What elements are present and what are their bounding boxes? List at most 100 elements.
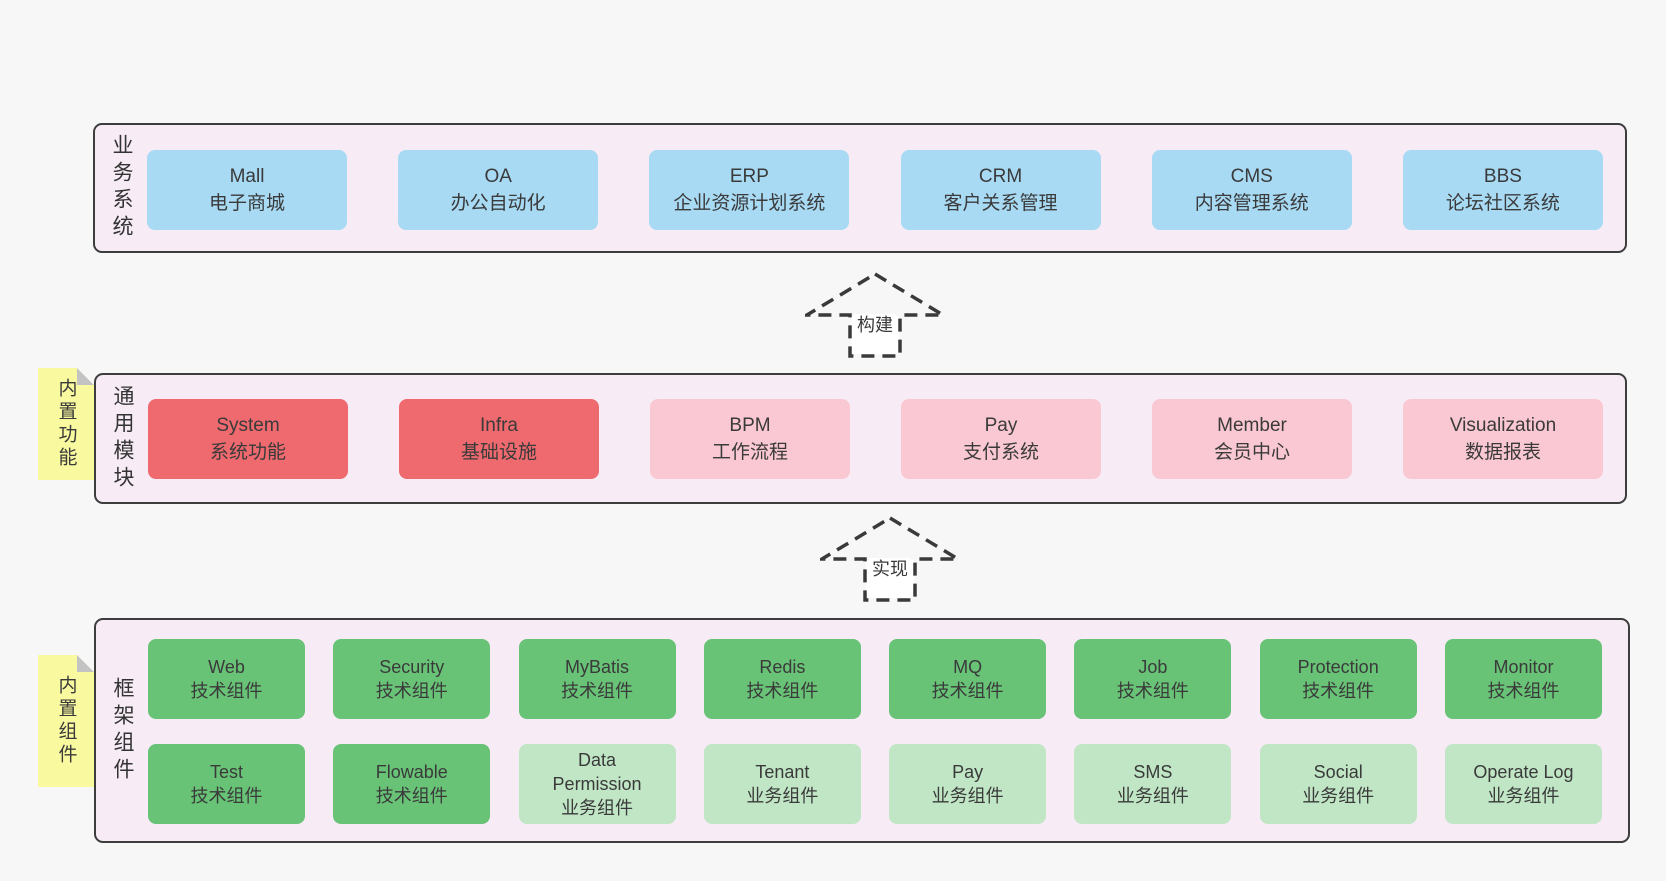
node-cms: CMS 内容管理系统 [1151,150,1352,230]
node-subtitle: 技术组件 [1302,681,1375,701]
node-data-permission: Data Permission 业务组件 [518,744,676,824]
business-systems-label: 业务系统 [110,134,133,242]
node-subtitle: 业务组件 [1116,786,1189,806]
node-title: Tenant [755,762,810,782]
node-subtitle: 技术组件 [746,681,819,701]
node-title: BPM [729,415,771,436]
node-protection: Protection 技术组件 [1259,639,1417,719]
node-title: Flowable [375,762,448,782]
node-subtitle: 技术组件 [375,681,448,701]
node-subtitle: 论坛社区系统 [1445,193,1560,214]
node-title: Visualization [1449,415,1557,436]
node-infra: Infra 基础设施 [399,399,599,479]
framework-row-1: Web 技术组件 Security 技术组件 MyBatis 技术组件 Redi… [148,639,1602,719]
framework-components-label: 框架组件 [111,676,134,785]
implement-arrow: 实现 [820,514,960,604]
common-modules-panel: 通用模块 System 系统功能 Infra 基础设施 BPM 工作流程 Pay… [94,373,1627,504]
node-sms: SMS 业务组件 [1074,744,1232,824]
node-pay: Pay 支付系统 [901,399,1101,479]
node-job: Job 技术组件 [1074,639,1232,719]
node-subtitle: 基础设施 [460,442,537,463]
node-subtitle: 企业资源计划系统 [673,193,826,214]
node-subtitle: 技术组件 [190,786,263,806]
node-subtitle: 业务组件 [1487,786,1560,806]
builtin-components-sticky-note: 内置组件 [38,655,94,787]
node-subtitle: 会员中心 [1213,442,1290,463]
node-title: Pay [984,415,1018,436]
node-subtitle: 技术组件 [1116,681,1189,701]
folded-corner-icon [77,368,94,385]
business-boxes-row: Mall 电子商城 OA 办公自动化 ERP 企业资源计划系统 CRM 客户关系… [147,150,1603,230]
node-title: SMS [1133,762,1173,782]
build-arrow-label: 构建 [854,314,896,336]
node-title: BBS [1483,166,1522,187]
node-subtitle: 内容管理系统 [1194,193,1309,214]
node-title: Member [1217,415,1287,436]
node-mybatis: MyBatis 技术组件 [518,639,676,719]
node-system: System 系统功能 [148,399,348,479]
node-subtitle: 业务组件 [746,786,819,806]
node-mq: MQ 技术组件 [889,639,1047,719]
node-subtitle: 技术组件 [375,786,448,806]
node-subtitle: 技术组件 [1487,681,1560,701]
node-subtitle: 技术组件 [561,681,634,701]
node-title: Pay [952,762,984,782]
implement-arrow-label: 实现 [869,558,911,580]
folded-corner-icon [77,655,94,672]
node-subtitle: 客户关系管理 [943,193,1058,214]
node-flowable: Flowable 技术组件 [333,744,491,824]
node-title: MQ [953,657,983,677]
node-bpm: BPM 工作流程 [650,399,850,479]
node-subtitle: 工作流程 [711,442,788,463]
node-test: Test 技术组件 [148,744,305,824]
node-redis: Redis 技术组件 [703,639,861,719]
node-subtitle: 技术组件 [931,681,1004,701]
modules-boxes-row: System 系统功能 Infra 基础设施 BPM 工作流程 Pay 支付系统… [148,399,1603,479]
node-title: Monitor [1493,657,1554,677]
node-title: Redis [759,657,806,677]
node-title: Protection [1297,657,1379,677]
sticky-note-text: 内置组件 [55,675,77,767]
common-modules-label: 通用模块 [111,384,134,493]
node-title: Test [209,762,243,782]
node-title: Job [1138,657,1168,677]
node-security: Security 技术组件 [333,639,491,719]
node-subtitle: 数据报表 [1464,442,1541,463]
sticky-note-text: 内置功能 [55,378,77,470]
node-title: System [216,415,280,436]
node-title: ERP [729,166,769,187]
node-operate-log: Operate Log 业务组件 [1444,744,1602,824]
node-social: Social 业务组件 [1259,744,1417,824]
node-member: Member 会员中心 [1152,399,1352,479]
node-subtitle: 支付系统 [962,442,1039,463]
node-visualization: Visualization 数据报表 [1403,399,1603,479]
framework-components-panel: 框架组件 Web 技术组件 Security 技术组件 MyBatis 技术组件… [94,618,1630,843]
node-subtitle: 业务组件 [1302,786,1375,806]
node-mall: Mall 电子商城 [147,150,347,230]
node-title: Security [379,657,445,677]
node-title: Data Permission [552,750,642,794]
node-monitor: Monitor 技术组件 [1444,639,1602,719]
node-title: Infra [479,415,519,436]
node-title: CMS [1230,166,1273,187]
node-subtitle: 业务组件 [561,798,634,818]
node-subtitle: 系统功能 [209,442,286,463]
node-erp: ERP 企业资源计划系统 [649,150,850,230]
node-oa: OA 办公自动化 [398,150,599,230]
node-title: Web [208,657,245,677]
build-arrow: 构建 [805,270,945,360]
node-subtitle: 技术组件 [190,681,263,701]
node-title: MyBatis [565,657,630,677]
framework-row-2: Test 技术组件 Flowable 技术组件 Data Permission … [148,744,1602,824]
builtin-features-sticky-note: 内置功能 [38,368,94,480]
node-title: Operate Log [1473,762,1574,782]
node-subtitle: 业务组件 [931,786,1004,806]
node-title: CRM [978,166,1023,187]
node-title: Social [1313,762,1363,782]
node-pay-component: Pay 业务组件 [889,744,1047,824]
node-web: Web 技术组件 [148,639,305,719]
node-subtitle: 电子商城 [208,193,285,214]
node-title: OA [484,166,512,187]
node-crm: CRM 客户关系管理 [900,150,1101,230]
